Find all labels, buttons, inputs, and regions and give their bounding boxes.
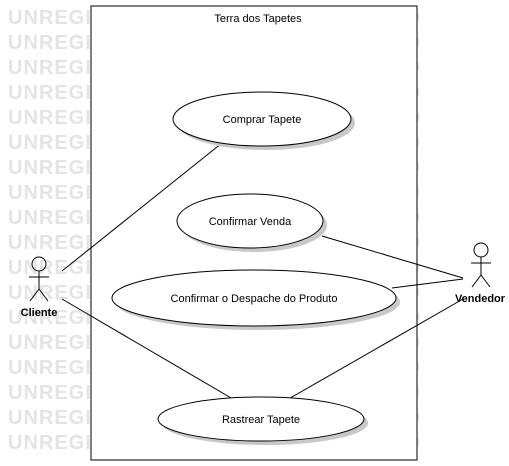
use-case-ellipse: [111, 269, 397, 327]
actor-head: [473, 242, 489, 258]
actor-right-leg: [38, 288, 49, 302]
use-case-confirmar-despache[interactable]: Confirmar o Despache do Produto: [111, 269, 400, 330]
use-case-confirmar-venda[interactable]: Confirmar Venda: [176, 193, 327, 252]
use-case-label: Rastrear Tapete: [222, 414, 300, 426]
use-case-ellipse: [172, 91, 352, 147]
use-case-comprar-tapete[interactable]: Comprar Tapete: [172, 91, 355, 150]
system-title: Terra dos Tapetes: [214, 13, 302, 25]
actor-left-leg: [29, 288, 40, 302]
use-case-rastrear-tapete[interactable]: Rastrear Tapete: [157, 396, 368, 445]
use-case-ellipse: [176, 193, 324, 249]
use-case-label: Comprar Tapete: [223, 114, 302, 126]
association-vendedor-confirmar-venda[interactable]: [321, 235, 464, 279]
actor-left-leg: [471, 274, 482, 288]
use-case-label: Confirmar o Despache do Produto: [171, 293, 338, 305]
association-cliente-comprar[interactable]: [61, 142, 223, 272]
actor-label: Vendedor: [455, 293, 506, 305]
actor-vendedor[interactable]: Vendedor: [455, 242, 506, 305]
use-case-ellipse: [157, 396, 365, 442]
use-case-label: Confirmar Venda: [209, 216, 292, 228]
actor-right-leg: [480, 274, 491, 288]
association-vendedor-rastrear[interactable]: [284, 298, 464, 402]
actor-cliente[interactable]: Cliente: [21, 256, 58, 319]
actor-label: Cliente: [21, 307, 58, 319]
association-cliente-rastrear[interactable]: [61, 298, 239, 403]
association-vendedor-confirmar-despache[interactable]: [391, 278, 464, 289]
